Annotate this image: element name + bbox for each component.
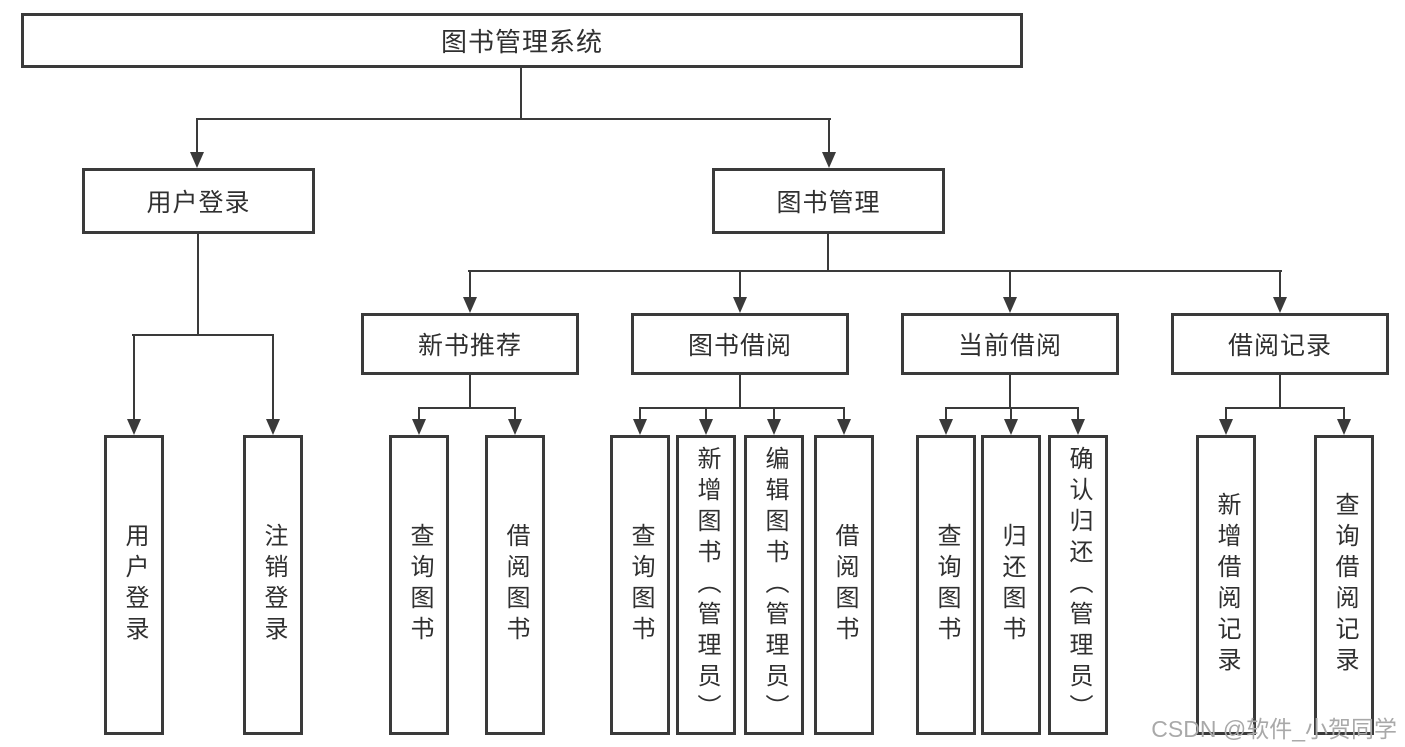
arrow-down-icon (1003, 297, 1017, 313)
leaf-query-books-label: 查询图书 (933, 523, 960, 647)
connector-drop-leaf (843, 407, 845, 420)
leaf-borrow-books: 借阅图书 (814, 435, 874, 735)
leaf-user-login-label: 用户登录 (121, 523, 148, 647)
connector-group-stem (739, 375, 741, 409)
node-user-login-label: 用户登录 (146, 189, 251, 217)
arrow-down-icon (190, 152, 204, 168)
arrow-down-icon (1004, 419, 1018, 435)
connector-drop-leaf (639, 407, 641, 420)
node-new-book-recommend: 新书推荐 (361, 313, 579, 375)
connector-drop-user-login (196, 118, 198, 154)
arrow-down-icon (1273, 297, 1287, 313)
arrow-down-icon (1219, 419, 1233, 435)
node-borrowing-records-label: 借阅记录 (1227, 332, 1332, 360)
arrow-down-icon (767, 419, 781, 435)
arrow-down-icon (412, 419, 426, 435)
connector-user-login-stem (197, 234, 199, 335)
leaf-borrow-books: 借阅图书 (485, 435, 545, 735)
connector-drop-group (1009, 270, 1011, 298)
node-current-borrowing-label: 当前借阅 (957, 332, 1062, 360)
leaf-query-borrow-record: 查询借阅记录 (1314, 435, 1374, 735)
node-root-label: 图书管理系统 (440, 27, 603, 57)
arrow-down-icon (1337, 419, 1351, 435)
connector-book-management-bus (468, 270, 1282, 272)
leaf-query-books-label: 查询图书 (406, 523, 433, 647)
leaf-borrow-books-label: 借阅图书 (831, 523, 858, 647)
connector-group-bus (945, 407, 1079, 409)
connector-drop-leaf (1077, 407, 1079, 420)
connector-drop-leaf (705, 407, 707, 420)
leaf-query-books: 查询图书 (916, 435, 976, 735)
connector-drop-leaf (1225, 407, 1227, 420)
leaf-borrow-books-label: 借阅图书 (502, 523, 529, 647)
arrow-down-icon (1071, 419, 1085, 435)
node-book-borrowing-label: 图书借阅 (687, 332, 792, 360)
arrow-down-icon (127, 419, 141, 435)
connector-drop-leaf (514, 407, 516, 420)
connector-group-stem (1009, 375, 1011, 409)
leaf-edit-book-admin-label: 编辑图书（管理员） (761, 445, 788, 725)
arrow-down-icon (508, 419, 522, 435)
leaf-logout: 注销登录 (243, 435, 303, 735)
connector-drop-leaf (773, 407, 775, 420)
connector-drop-leaf (1343, 407, 1345, 420)
node-new-book-recommend-label: 新书推荐 (417, 332, 522, 360)
leaf-confirm-return-admin: 确认归还（管理员） (1048, 435, 1108, 735)
leaf-confirm-return-admin-label: 确认归还（管理员） (1065, 445, 1092, 725)
arrow-down-icon (463, 297, 477, 313)
arrow-down-icon (939, 419, 953, 435)
connector-drop-leaf (1010, 407, 1012, 420)
leaf-return-books-label: 归还图书 (998, 523, 1025, 647)
node-root: 图书管理系统 (21, 13, 1023, 68)
node-user-login: 用户登录 (82, 168, 315, 234)
node-book-borrowing: 图书借阅 (631, 313, 849, 375)
connector-drop-book-management (828, 118, 830, 154)
connector-group-bus (639, 407, 845, 409)
node-current-borrowing: 当前借阅 (901, 313, 1119, 375)
connector-drop-group (739, 270, 741, 298)
connector-drop-group (1279, 270, 1281, 298)
connector-group-stem (1279, 375, 1281, 409)
node-book-management-label: 图书管理 (776, 189, 881, 217)
arrow-down-icon (822, 152, 836, 168)
connector-drop-group (469, 270, 471, 298)
connector-group-bus (418, 407, 516, 409)
connector-drop-leaf (272, 334, 274, 419)
leaf-return-books: 归还图书 (981, 435, 1041, 735)
connector-root-stem (520, 66, 522, 120)
arrow-down-icon (633, 419, 647, 435)
leaf-query-books-label: 查询图书 (627, 523, 654, 647)
leaf-add-book-admin: 新增图书（管理员） (676, 435, 736, 735)
leaf-add-borrow-record-label: 新增借阅记录 (1213, 492, 1240, 678)
connector-drop-leaf (418, 407, 420, 420)
connector-drop-leaf (945, 407, 947, 420)
leaf-edit-book-admin: 编辑图书（管理员） (744, 435, 804, 735)
leaf-query-borrow-record-label: 查询借阅记录 (1331, 492, 1358, 678)
leaf-add-book-admin-label: 新增图书（管理员） (693, 445, 720, 725)
leaf-user-login: 用户登录 (104, 435, 164, 735)
leaf-logout-label: 注销登录 (260, 523, 287, 647)
leaf-add-borrow-record: 新增借阅记录 (1196, 435, 1256, 735)
arrow-down-icon (837, 419, 851, 435)
arrow-down-icon (699, 419, 713, 435)
node-book-management: 图书管理 (712, 168, 945, 234)
connector-group-stem (469, 375, 471, 409)
arrow-down-icon (266, 419, 280, 435)
leaf-query-books: 查询图书 (389, 435, 449, 735)
csdn-watermark: CSDN @软件_小贺同学 (1151, 716, 1397, 742)
connector-user-login-bus (132, 334, 274, 336)
arrow-down-icon (733, 297, 747, 313)
connector-root-bus (196, 118, 831, 120)
leaf-query-books: 查询图书 (610, 435, 670, 735)
connector-group-bus (1225, 407, 1345, 409)
node-borrowing-records: 借阅记录 (1171, 313, 1389, 375)
connector-book-management-stem (827, 234, 829, 272)
connector-drop-leaf (133, 334, 135, 419)
